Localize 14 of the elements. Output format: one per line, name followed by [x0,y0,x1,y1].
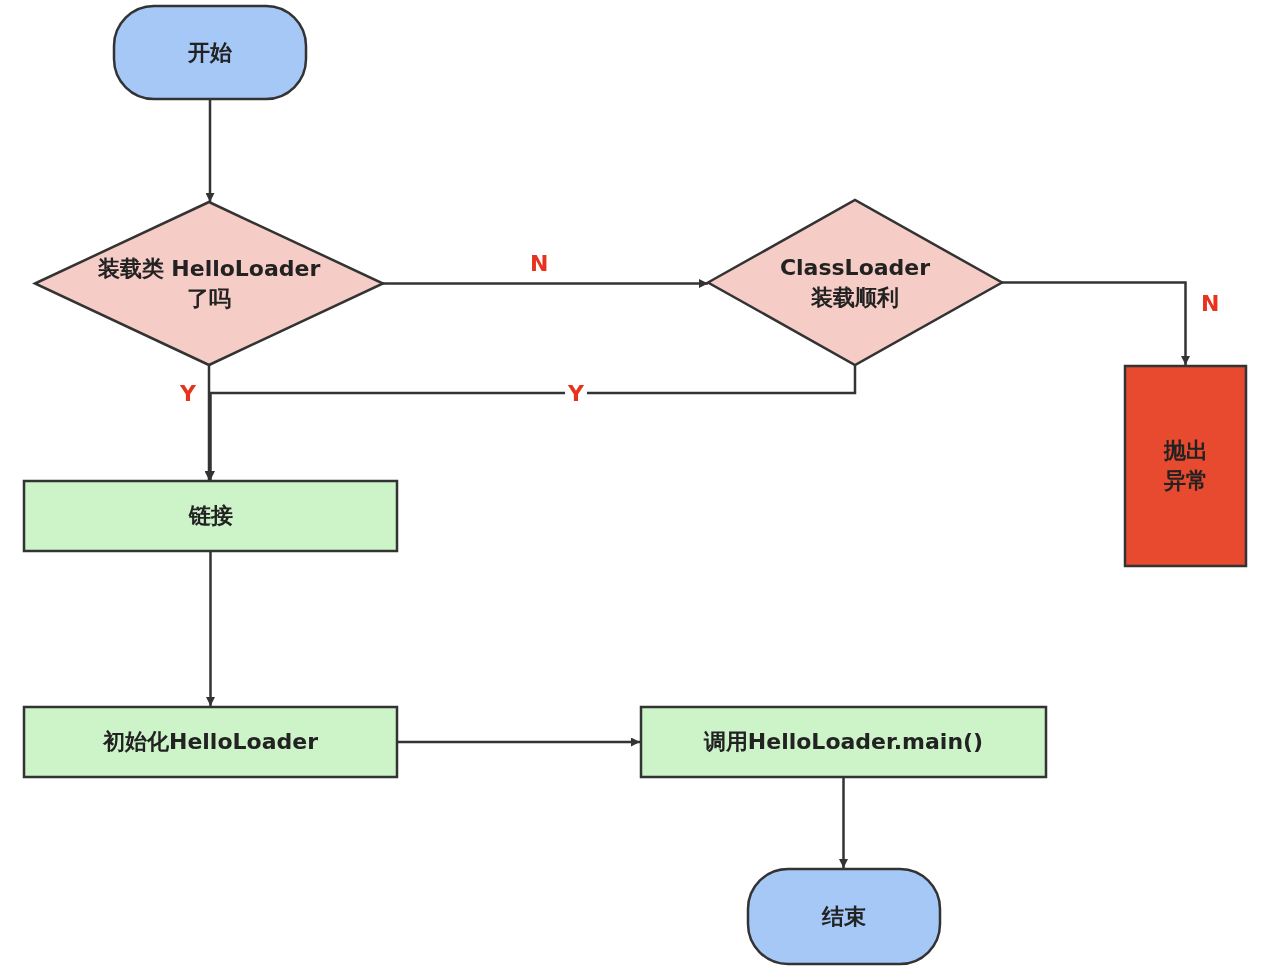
process-box: 调用HelloLoader.main() [640,706,1047,778]
terminal-node: 开始 [113,5,307,100]
arrow [1002,281,1190,365]
arrow [206,552,215,706]
process-box: 链接 [23,480,398,552]
terminal-node: 结束 [747,868,941,965]
decision-diamond: 装载类 HelloLoader了吗 [35,202,383,365]
decision-diamond: ClassLoader 装载顺利 [708,200,1002,365]
process-box: 抛出异常 [1124,365,1247,567]
arrow [839,778,848,868]
arrow [398,737,640,747]
arrow [205,100,215,202]
process-box: 初始化HelloLoader [23,706,398,778]
arrow [383,279,708,288]
